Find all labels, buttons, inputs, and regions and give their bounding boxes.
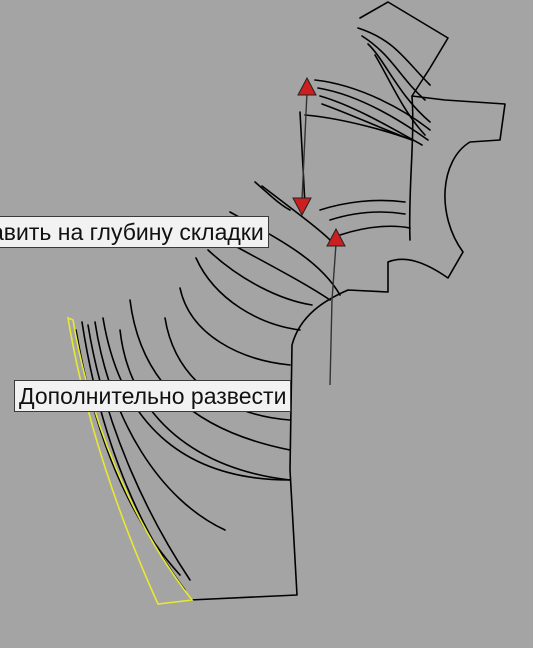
fold-line bbox=[361, 35, 426, 101]
guide-line bbox=[329, 243, 337, 386]
fold-line bbox=[179, 287, 291, 366]
fold-line bbox=[339, 225, 411, 236]
marker-down-arrow bbox=[292, 197, 312, 217]
guide-line bbox=[301, 91, 308, 201]
fold-line bbox=[319, 95, 423, 146]
fold-line bbox=[119, 329, 291, 481]
marker-up-arrow-top bbox=[297, 76, 317, 96]
fold-line bbox=[81, 321, 186, 591]
sector-outline bbox=[299, 111, 306, 206]
fold-line bbox=[304, 114, 413, 141]
fold-line bbox=[87, 324, 191, 581]
fold-line bbox=[319, 199, 406, 211]
fold-line bbox=[357, 27, 431, 86]
highlighted-edge bbox=[66, 316, 194, 605]
fold-line bbox=[367, 43, 431, 123]
rosette-outline bbox=[189, 1, 506, 601]
rosette-inner-line bbox=[408, 95, 414, 241]
fold-line bbox=[329, 211, 406, 221]
fold-line bbox=[94, 321, 226, 531]
fold-line bbox=[102, 317, 291, 481]
fold-line bbox=[207, 249, 313, 306]
spread-label: Дополнительно развести bbox=[14, 380, 292, 412]
fold-depth-label: авить на глубину складки bbox=[0, 216, 269, 248]
fold-line bbox=[261, 185, 331, 241]
fold-line bbox=[314, 79, 431, 131]
fold-line bbox=[195, 257, 301, 331]
fold-line bbox=[317, 87, 429, 141]
fold-line bbox=[129, 299, 291, 451]
marker-up-arrow-bottom bbox=[326, 227, 346, 247]
fold-line bbox=[254, 181, 291, 211]
fold-line bbox=[374, 54, 426, 136]
